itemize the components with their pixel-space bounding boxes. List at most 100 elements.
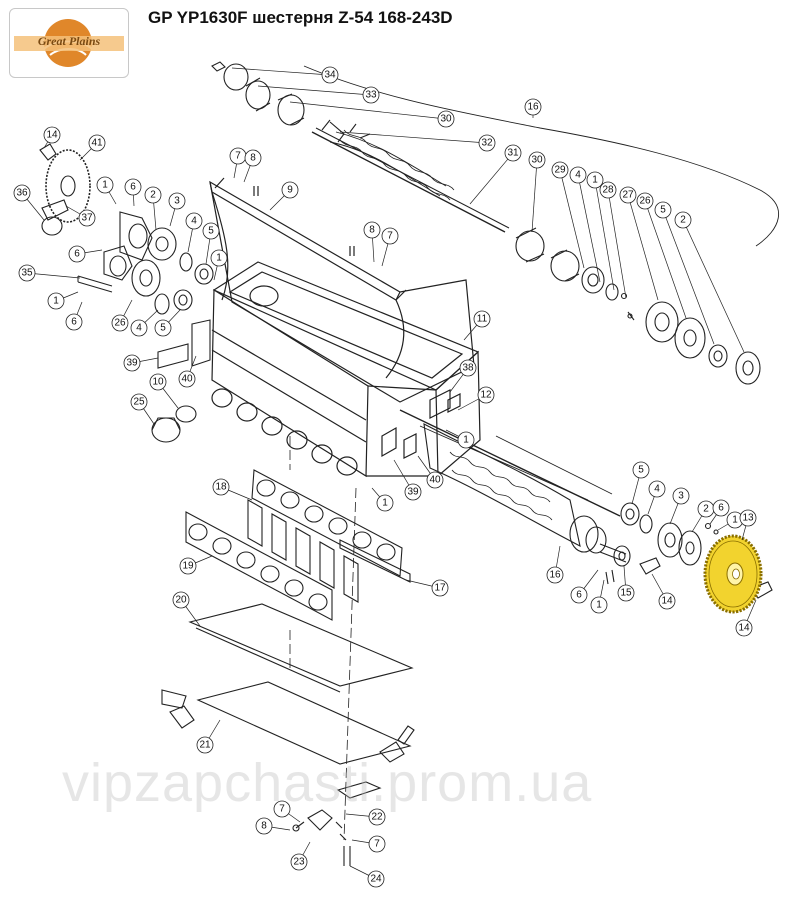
callout-25: 25 (130, 393, 148, 411)
callout-circle (130, 393, 148, 411)
callout-label: 4 (191, 216, 197, 227)
callout-8: 8 (244, 149, 262, 167)
brand-logo: Great Plains (9, 8, 129, 78)
callout-label: 16 (549, 570, 561, 581)
callout-label: 16 (527, 102, 539, 113)
callout-circle (569, 166, 587, 184)
callout-leader (559, 169, 585, 269)
callout-label: 5 (638, 465, 644, 476)
callout-34: 34 (321, 66, 339, 84)
callout-label: 2 (703, 504, 709, 515)
callout-label: 4 (136, 323, 142, 334)
callout-circle (654, 201, 672, 219)
callout-26: 26 (636, 192, 654, 210)
callout-circle (210, 249, 228, 267)
callout-circle (712, 499, 730, 517)
callout-circle (632, 461, 650, 479)
callout-circle (172, 591, 190, 609)
callout-label: 8 (261, 821, 267, 832)
callout-8: 8 (363, 221, 381, 239)
bottom-plates (188, 603, 414, 765)
guide-lines (289, 436, 357, 841)
upper-agitator-shaft (311, 119, 510, 233)
callout-20: 20 (172, 591, 190, 609)
callout-leader (607, 189, 627, 299)
callout-leader (682, 219, 745, 353)
callout-circle (739, 509, 757, 527)
callout-label: 23 (293, 857, 305, 868)
callout-4: 4 (569, 166, 587, 184)
callout-6: 6 (712, 499, 730, 517)
callout-label: 17 (434, 583, 446, 594)
callout-3: 3 (168, 192, 186, 210)
callout-circle (672, 487, 690, 505)
callout-13: 13 (739, 509, 757, 527)
callout-1: 1 (376, 494, 394, 512)
callout-circle (185, 212, 203, 230)
callout-24: 24 (367, 870, 385, 888)
callout-label: 6 (130, 182, 136, 193)
callout-circle (363, 221, 381, 239)
callout-circle (599, 181, 617, 199)
callout-19: 19 (179, 557, 197, 575)
callout-14: 14 (43, 126, 61, 144)
callout-label: 32 (481, 138, 493, 149)
callout-circle (78, 209, 96, 227)
callout-label: 3 (678, 491, 684, 502)
callout-circle (478, 134, 496, 152)
callout-4: 4 (130, 319, 148, 337)
callout-circle (321, 66, 339, 84)
callout-label: 1 (592, 175, 598, 186)
callout-7: 7 (229, 147, 247, 165)
callout-circle (437, 110, 455, 128)
callout-label: 1 (596, 600, 602, 611)
callout-label: 6 (74, 249, 80, 260)
callout-label: 25 (133, 397, 145, 408)
logo-emblem (14, 19, 124, 67)
callout-4: 4 (185, 212, 203, 230)
callout-12: 12 (477, 386, 495, 404)
callout-6: 6 (124, 178, 142, 196)
callout-label: 27 (622, 190, 634, 201)
callout-label: 7 (279, 804, 285, 815)
callout-leader (231, 67, 331, 76)
callout-37: 37 (78, 209, 96, 227)
callout-label: 1 (53, 296, 59, 307)
callout-circle (123, 354, 141, 372)
callout-label: 33 (365, 90, 377, 101)
callout-circle (290, 853, 308, 871)
callout-2: 2 (144, 186, 162, 204)
callout-28: 28 (599, 181, 617, 199)
callout-35: 35 (18, 264, 36, 282)
callout-40: 40 (178, 370, 196, 388)
callout-label: 40 (429, 475, 441, 486)
callout-label: 8 (369, 225, 375, 236)
callout-circle (65, 313, 83, 331)
callout-6: 6 (68, 245, 86, 263)
callout-leader (662, 209, 715, 345)
callout-label: 7 (387, 231, 393, 242)
callout-leader (469, 152, 514, 205)
callout-label: 2 (150, 190, 156, 201)
callout-circle (368, 835, 386, 853)
callout-circle (477, 386, 495, 404)
callout-21: 21 (196, 736, 214, 754)
callout-circle (18, 264, 36, 282)
watermark-text: vipzapchasti.prom.ua (62, 753, 593, 813)
callout-label: 29 (554, 165, 566, 176)
callout-41: 41 (88, 134, 106, 152)
gate-plates (185, 469, 411, 621)
callout-circle (68, 245, 86, 263)
callout-circle (504, 144, 522, 162)
callout-circle (404, 483, 422, 501)
callout-label: 1 (102, 180, 108, 191)
callout-1: 1 (586, 171, 604, 189)
callout-label: 34 (324, 70, 336, 81)
callout-1: 1 (590, 596, 608, 614)
callout-circle (196, 736, 214, 754)
callout-circle (88, 134, 106, 152)
callout-label: 7 (235, 151, 241, 162)
callout-circle (144, 186, 162, 204)
callout-17: 17 (431, 579, 449, 597)
callout-circle (590, 596, 608, 614)
